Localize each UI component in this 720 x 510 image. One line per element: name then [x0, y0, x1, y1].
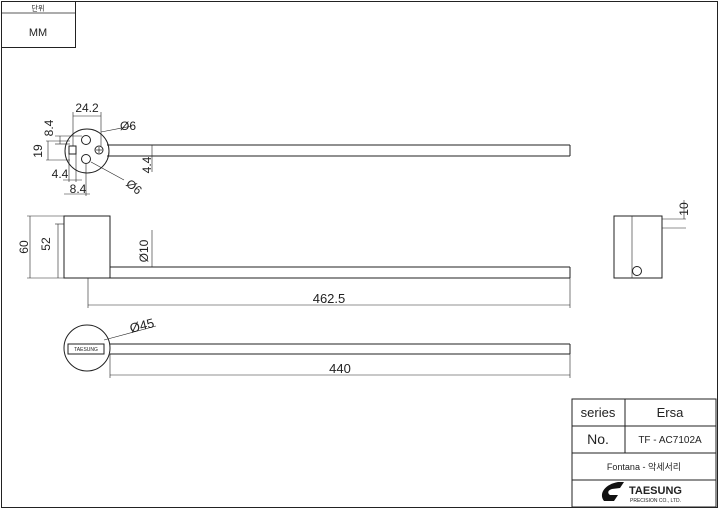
bottom-view-slot	[67, 343, 105, 355]
description: Fontana - 악세서리	[607, 461, 681, 472]
dim-60: 60	[17, 240, 31, 254]
dim-19: 19	[31, 144, 45, 158]
dim-dia45: Ø45	[128, 315, 155, 336]
bottom-view: TAESUNG	[63, 324, 571, 378]
taesung-logo-icon	[601, 482, 624, 501]
slot-left	[68, 145, 77, 155]
dim-10: 10	[677, 202, 691, 216]
hole-top-icon	[81, 135, 91, 145]
series-label: series	[581, 405, 616, 420]
front-view	[27, 215, 571, 308]
dim-462-5: 462.5	[313, 291, 346, 306]
unit-box: 단위 MM	[1, 1, 76, 48]
no-label: No.	[587, 431, 609, 447]
side-view-block	[613, 215, 663, 279]
dim-dia6-top: Ø6	[120, 119, 136, 133]
side-view-hole-icon	[632, 266, 642, 276]
dim-dia6-bottom: Ø6	[123, 176, 145, 197]
hole-right-icon	[94, 145, 104, 155]
brand-name: TAESUNG	[629, 485, 682, 497]
svg-text:TAESUNG: TAESUNG	[74, 347, 98, 353]
unit-box-label: 단위	[32, 4, 45, 13]
bottom-view-disc	[63, 324, 111, 372]
dim-8-4-bottom: 8.4	[70, 182, 87, 196]
hole-bottom-icon	[81, 154, 91, 164]
dim-4-4-left: 4.4	[52, 167, 69, 181]
dim-4-4-right: 4.4	[140, 156, 154, 173]
dim-440: 440	[329, 361, 351, 376]
dim-52: 52	[39, 237, 53, 251]
title-block	[571, 398, 717, 508]
brand-sub: PRECISION CO., LTD.	[630, 498, 681, 504]
dim-24-2: 24.2	[75, 101, 99, 115]
series-value: Ersa	[657, 405, 685, 420]
top-view-disc	[64, 128, 110, 174]
no-value: TF - AC7102A	[638, 435, 702, 446]
taesung-logo: TAESUNG PRECISION CO., LTD.	[601, 482, 682, 504]
side-view	[613, 200, 686, 279]
unit-box-value: MM	[29, 27, 47, 39]
dim-dia10: Ø10	[137, 239, 151, 262]
front-view-block	[63, 215, 111, 279]
top-view	[46, 112, 571, 196]
dim-8-4-top: 8.4	[42, 119, 56, 136]
